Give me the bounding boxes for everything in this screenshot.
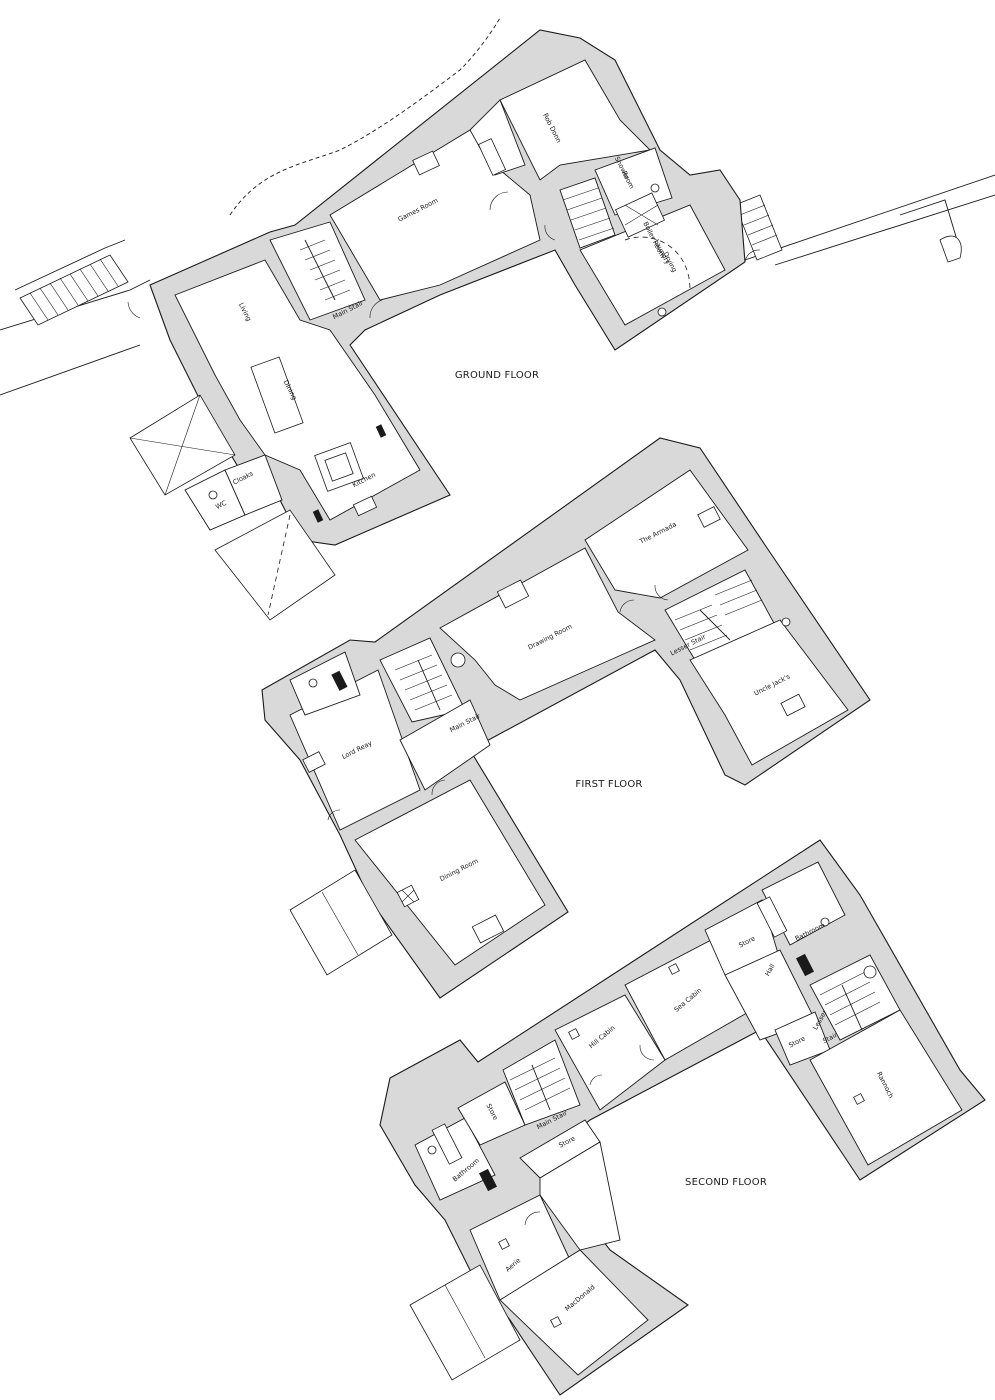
floor-title-first: FIRST FLOOR [575, 779, 642, 790]
living-dining-kitchen-room [174, 259, 421, 521]
the-armada-room [584, 469, 749, 599]
external-steps-left [19, 254, 129, 326]
stair-ground-right [559, 177, 616, 249]
second-floor-plan: Store Bathroom Hall Sea Cabin Hill Cabin… [379, 839, 986, 1396]
external-steps-right [734, 194, 783, 261]
dining-table [250, 356, 304, 434]
main-stair-treads-ground [299, 239, 351, 301]
corridor-second [539, 1141, 621, 1251]
first-hall [399, 699, 491, 791]
fireplace-drawing [496, 579, 530, 609]
uncle-jacks-room [689, 619, 849, 766]
main-stair-ground [269, 221, 366, 321]
ground-floor-plan: Living Dining Kitchen Games Room Main St… [127, 29, 761, 621]
shower-toilet [650, 183, 660, 193]
main-stair-second [502, 1039, 581, 1126]
rannoch-room [809, 1009, 963, 1166]
floor-title-ground: GROUND FLOOR [455, 370, 539, 381]
stair-treads-ground-right [562, 187, 615, 241]
laundry-units [615, 192, 665, 238]
cloaks-ground [224, 454, 283, 516]
bathtub-ground [477, 138, 507, 176]
bath-first-left [289, 651, 361, 716]
bathtub-right [756, 896, 788, 938]
floor-title-second: SECOND FLOOR [685, 1177, 767, 1188]
drawing-room [439, 547, 656, 701]
first-floor-plan: The Armada Drawing Room Lesser Stair Unc… [261, 437, 871, 999]
fireplace-dining [471, 914, 505, 944]
site-context [0, 17, 995, 396]
porch-first [289, 869, 393, 976]
lesser-stair-treads-first [674, 579, 763, 651]
fireplace-uncle-jacks [780, 693, 806, 717]
lesser-stair-treads-second [819, 971, 881, 1031]
fireplace-games [412, 150, 440, 176]
porch-second [409, 1264, 521, 1381]
main-stair-treads-first [394, 654, 453, 711]
macdonald-room [499, 1249, 649, 1376]
wc-toilet [208, 490, 218, 500]
porch-ground [214, 509, 336, 621]
hob [352, 495, 378, 517]
main-stair-treads-second [509, 1057, 571, 1111]
bathtub-left [431, 1123, 463, 1165]
